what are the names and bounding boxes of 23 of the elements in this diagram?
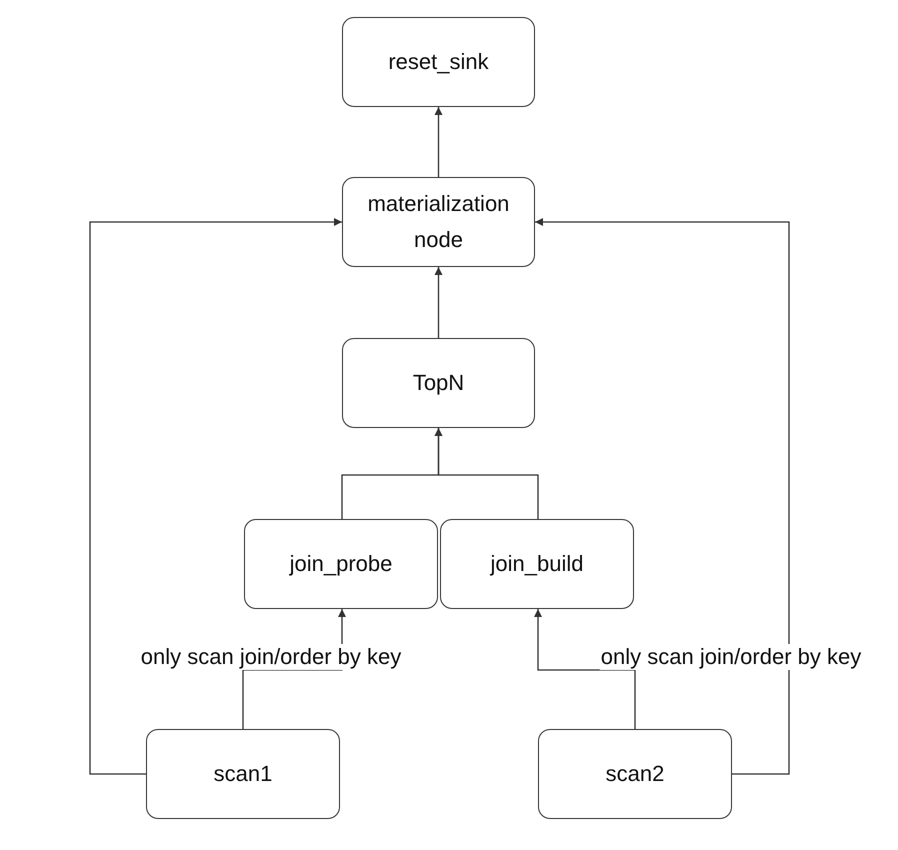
arrow [434, 428, 539, 519]
process-box [342, 17, 535, 107]
arrow [242, 609, 346, 729]
node-label: TopN [412, 369, 464, 397]
node-label: join_probe [290, 550, 392, 578]
arrow [535, 218, 790, 775]
node-label: scan1 [214, 760, 272, 788]
node-label: join_build [490, 550, 584, 578]
process-box [342, 338, 535, 428]
edge-label: only scan join/order by key [600, 644, 862, 670]
process-box [440, 519, 634, 609]
node-label: materialization node [366, 190, 510, 254]
arrow [89, 218, 342, 775]
node-label: scan2 [606, 760, 664, 788]
arrow [534, 609, 636, 729]
process-box [146, 729, 340, 819]
arrow [434, 267, 442, 338]
process-box [342, 177, 535, 267]
edge-label: only scan join/order by key [140, 644, 402, 670]
arrow [434, 107, 442, 177]
process-box [244, 519, 438, 609]
process-box [538, 729, 732, 819]
node-label: reset_sink [388, 48, 489, 76]
